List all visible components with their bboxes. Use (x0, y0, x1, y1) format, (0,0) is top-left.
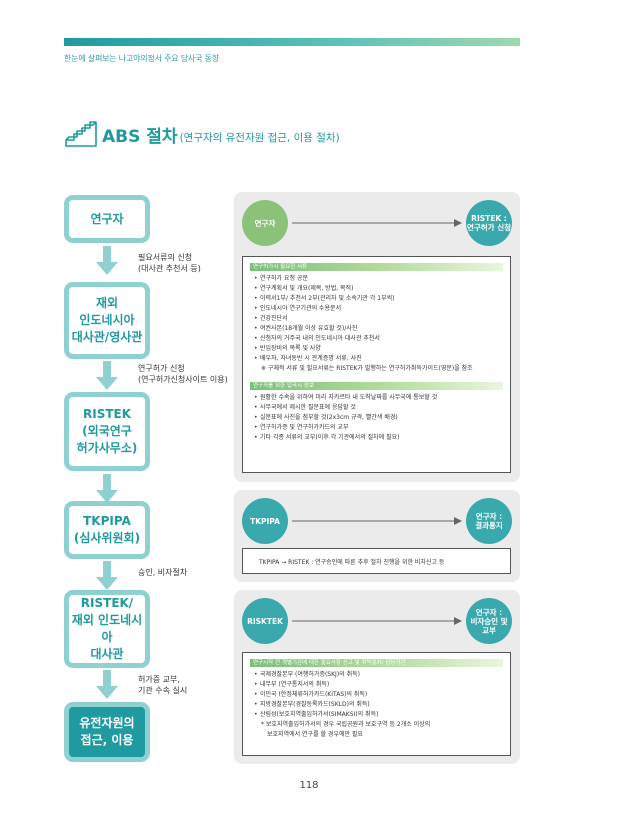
node-result-notice: 연구자 : 결과통지 (466, 498, 512, 544)
flow-step-embassy: 재외 인도네시아 대사관/영사관 (64, 282, 150, 359)
list-item: 연구계획서 및 개요(제목, 방법, 목적) (254, 284, 501, 294)
list-item: 인도네시아 연구기관의 수용문서 (254, 304, 501, 314)
panel-visa: RISKTEK 연구자 : 비자승인 및 교부 연구시작 전 개별기관에 대한 … (234, 590, 520, 764)
flow-note-2: 연구허가 신청 (연구허가신청사이트 이용) (138, 364, 228, 384)
flow-step-researcher: 연구자 (64, 195, 150, 243)
arrow-right-icon (292, 517, 462, 525)
panel-research-permit: 연구자 RISTEK : 연구허가 신청 연구허가시 필요한 서류 연구허가 요… (234, 192, 520, 482)
list-item: 신청자의 거주국 내의 인도네시아 대사관 추천서 (254, 334, 501, 344)
page-subtitle: (연구자의 유전자원 접근, 이용 절차) (179, 132, 340, 144)
page-title: ABS 절차 (102, 127, 178, 147)
flow-step-ristek-embassy: RISTEK/ 재외 인도네시아 대사관 (64, 590, 150, 668)
running-header: 한눈에 살펴보는 나고야의정서 주요 당사국 동향 (64, 54, 219, 63)
permit-docs-box: 연구허가시 필요한 서류 연구허가 요청 공문 연구계획서 및 개요(제목, 방… (242, 256, 511, 473)
arrow-right-icon (292, 617, 462, 625)
node-researcher: 연구자 (242, 200, 288, 246)
section-title-entry: 연구자를 위한 입국시 정보 (250, 382, 503, 390)
list-item: 기타 각종 서류의 교부(이후 각 기관에서의 절차에 필요) (254, 433, 501, 443)
flow-step-tkpipa: TKPIPA (심사위원회) (64, 501, 150, 559)
agencies-footnote-cont: 보호지역에서 연구를 할 경우에만 필요 (267, 731, 363, 738)
flow-note-3: 승인, 비자절차 (138, 568, 188, 577)
section-title: ABS 절차 (연구자의 유전자원 접근, 이용 절차) (64, 120, 340, 148)
flow-note-4: 허가증 교부, 기관 수속 실시 (138, 675, 188, 695)
arrow-down-icon (96, 670, 118, 699)
list-item: 연구허가증 및 연구허가카드의 교부 (254, 423, 501, 433)
list-item: 사무국에서 제시한 질문표에 응답할 것 (254, 403, 501, 413)
panel-review: TKPIPA 연구자 : 결과통지 TKPIPA → RISTEK : 연구승인… (234, 490, 520, 582)
arrow-right-icon (292, 219, 462, 227)
list-item: 반입장비의 목록 및 사양 (254, 344, 501, 354)
review-note: TKPIPA → RISTEK : 연구승인에 따른 추후 절차 진행을 위한 … (259, 559, 445, 566)
agencies-box: 연구시작 전 개별기관에 대한 필요사항 신고 및 취득절차/ 담당기관 국제경… (242, 652, 511, 756)
section-title-agencies: 연구시작 전 개별기관에 대한 필요사항 신고 및 취득절차/ 담당기관 (250, 659, 503, 667)
list-item: 산림성(보호지역출입허가서(SIMAKSI)의 취득) (254, 710, 501, 720)
list-item: 이민국 (한정체류허가카드(KITAS)의 취득) (254, 690, 501, 700)
review-note-box: TKPIPA → RISTEK : 연구승인에 따른 추후 절차 진행을 위한 … (242, 548, 511, 574)
list-item: 실문표에 사진을 첨부할 것(2x3cm 규격, 빨간색 배경) (254, 413, 501, 423)
node-tkpipa: TKPIPA (242, 498, 288, 544)
node-risktek: RISKTEK (242, 598, 288, 644)
arrow-down-icon (96, 246, 118, 275)
flow-step-access: 유전자원의 접근, 이용 (64, 702, 150, 762)
section-title-docs: 연구허가시 필요한 서류 (250, 263, 503, 271)
list-item: 내무부 (연구통지서의 취득) (254, 680, 501, 690)
docs-footnote: ※ 구체적 서류 및 필요서류는 RISTEK가 발행하는 연구허가취득가이드(… (261, 365, 473, 372)
list-item: 배우자, 자녀동반 시 관계증명 서류, 사진 (254, 354, 501, 364)
stairs-icon (65, 121, 97, 147)
page-number: 118 (299, 780, 319, 791)
header-accent-bar (64, 38, 520, 46)
list-item: 원활한 수속을 위하여 미리 자카르타 내 도착날짜를 사무국에 통보할 것 (254, 393, 501, 403)
list-item: 연구허가 요청 공문 (254, 274, 501, 284)
list-item: 이력서1부/ 추천서 2부(관리자 및 소속기관 각 1부씩) (254, 294, 501, 304)
node-ristek-apply: RISTEK : 연구허가 신청 (466, 200, 512, 246)
arrow-down-icon (96, 474, 118, 503)
flow-step-ristek: RISTEK (외국연구 허가사무소) (64, 392, 150, 471)
flow-note-1: 필요서류의 신청 (대사관 추천서 등) (138, 253, 201, 273)
arrow-down-icon (96, 361, 118, 390)
agencies-footnote: * 보호지역출입허가서의 경우 국립공원과 보호구역 등 2개소 이상의 (261, 721, 431, 728)
node-visa-issue: 연구자 : 비자승인 및 교부 (466, 598, 512, 644)
arrow-down-icon (96, 561, 118, 590)
list-item: 국제경찰본부 (여행허가증(SKJ)의 취득) (254, 670, 501, 680)
list-item: 건강진단서 (254, 314, 501, 324)
list-item: 지방경찰본부(경찰등록카드(SKLD)의 취득) (254, 700, 501, 710)
list-item: 여권사본(18개월 이상 유효할 것)/사진 (254, 324, 501, 334)
